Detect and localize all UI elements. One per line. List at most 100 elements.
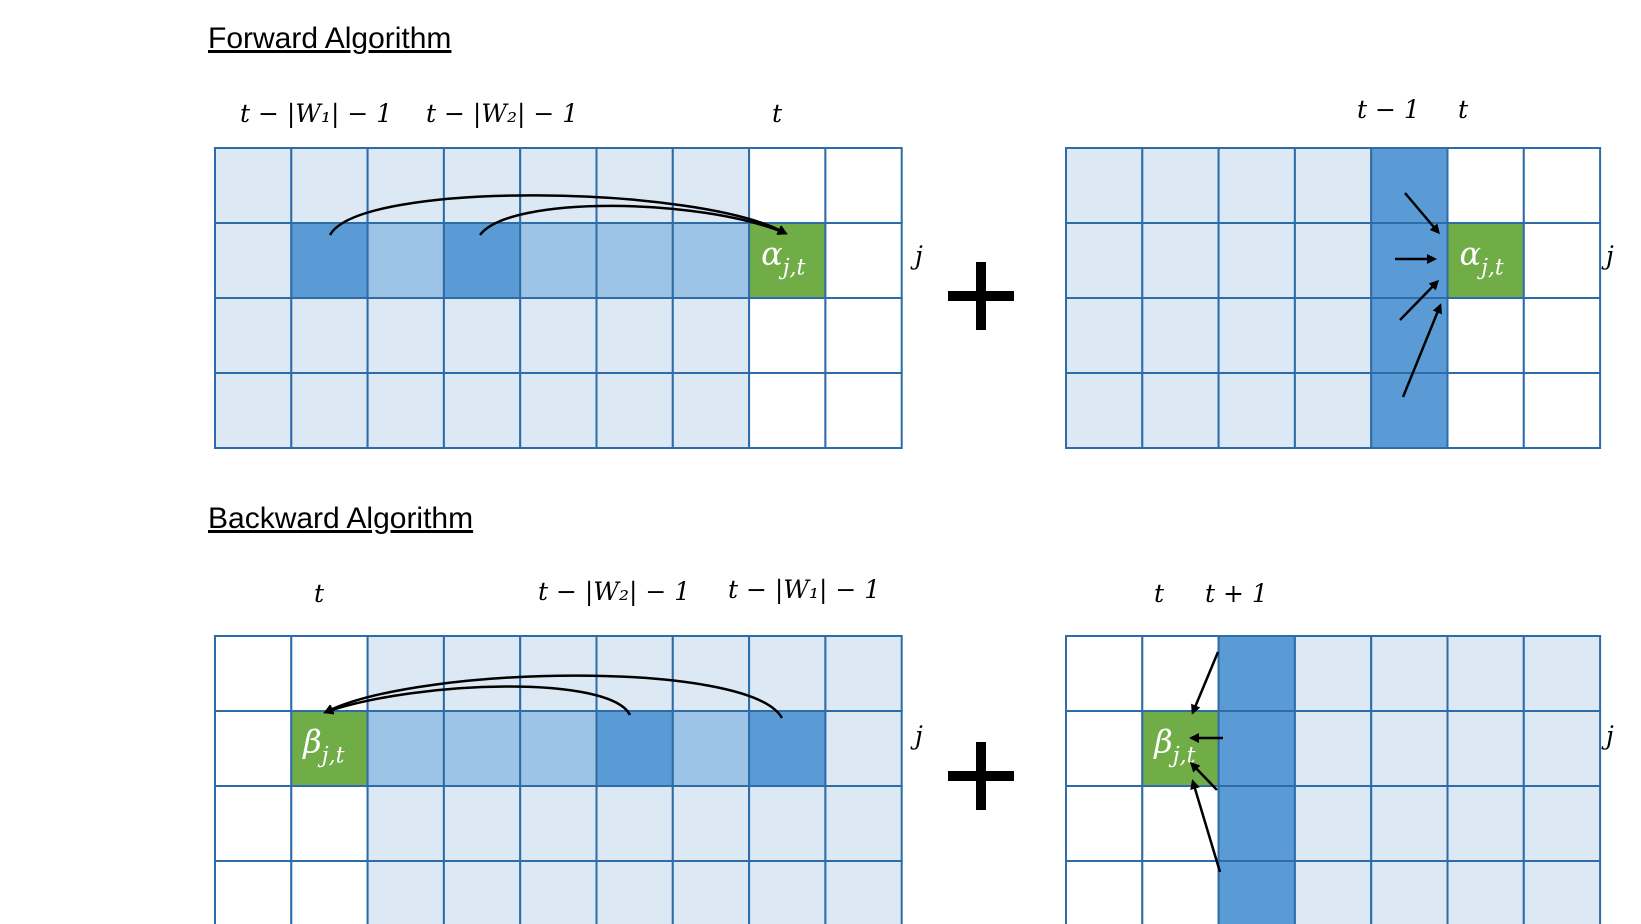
forward-left-cell-r0-c1 xyxy=(290,147,369,224)
forward-left-cell-r2-c2 xyxy=(366,297,445,374)
forward-left-cell-r3-c1 xyxy=(290,372,369,449)
backward-right-labels: t t + 1 j xyxy=(1154,579,1614,750)
forward-right-cell-r3-c4 xyxy=(1370,372,1449,449)
backward-right-cell-r0-c3 xyxy=(1293,635,1373,712)
backward-left-cell-r3-c7 xyxy=(748,860,827,924)
backward-left-cell-r3-c1 xyxy=(290,860,369,924)
backward-right-cell-r3-c5 xyxy=(1446,860,1525,924)
forward-left-cell-r2-c0 xyxy=(214,297,293,374)
forward-right-arrow-down xyxy=(1399,279,1440,321)
forward-left-row-label: j xyxy=(910,241,923,270)
backward-left-row-label: j xyxy=(910,721,923,750)
backward-left-cell-r2-c2 xyxy=(366,785,445,862)
backward-left-cell-r3-c6 xyxy=(671,860,751,924)
backward-left-cell-r1-c8 xyxy=(824,710,903,787)
forward-left-cell-r0-c2 xyxy=(366,147,445,224)
backward-left-cell-r2-c4 xyxy=(519,785,598,862)
backward-left-cell-r0-c0 xyxy=(214,635,293,712)
forward-right-grid: αj,t xyxy=(1065,147,1602,449)
backward-left-cell-r1-c1 xyxy=(290,710,369,787)
backward-left-arrow-w1 xyxy=(323,674,784,719)
backward-right-cell-r2-c6 xyxy=(1522,785,1602,862)
backward-right-cell-r0-c2 xyxy=(1217,635,1296,712)
backward-right-label-t: t xyxy=(1154,579,1165,608)
backward-left-cell-r1-c6 xyxy=(671,710,751,787)
forward-left-cell-r0-c7 xyxy=(748,147,827,224)
forward-right-row-label: j xyxy=(1601,241,1614,270)
backward-left-label-w2: t − |W₂| − 1 xyxy=(538,577,690,607)
forward-left-cell-r1-c0 xyxy=(214,222,293,299)
forward-left-cell-r1-c4 xyxy=(519,222,598,299)
backward-right-cell-r2-c0 xyxy=(1065,785,1144,862)
backward-right-cell-r3-c6 xyxy=(1522,860,1602,924)
backward-left-cell-r2-c5 xyxy=(595,785,674,862)
backward-right-cell-r0-c1 xyxy=(1141,635,1220,712)
forward-left-cell-r2-c1 xyxy=(290,297,369,374)
forward-right-cell-r2-c2 xyxy=(1217,297,1296,374)
forward-left-label-w2: t − |W₂| − 1 xyxy=(426,99,578,129)
forward-left-cell-r0-c5 xyxy=(595,147,674,224)
forward-left-cell-r3-c4 xyxy=(519,372,598,449)
forward-right-cell-r0-c0 xyxy=(1065,147,1144,224)
forward-left-cell-r2-c7 xyxy=(748,297,827,374)
backward-right-cell-r0-c6 xyxy=(1522,635,1602,712)
backward-left-cell-r2-c0 xyxy=(214,785,293,862)
backward-right-cell-r1-c3 xyxy=(1293,710,1373,787)
forward-left-cell-r3-c6 xyxy=(671,372,751,449)
backward-right-cell-r3-c1 xyxy=(1141,860,1220,924)
backward-left-cell-r3-c8 xyxy=(824,860,903,924)
backward-right-cell-r0-c0 xyxy=(1065,635,1144,712)
backward-left-cell-r2-c7 xyxy=(748,785,827,862)
forward-right-cell-r1-c3 xyxy=(1293,222,1373,299)
backward-left-cell-r3-c2 xyxy=(366,860,445,924)
backward-right-grid: βj,t xyxy=(1065,635,1602,924)
forward-right-label-t: t xyxy=(1458,95,1469,124)
forward-right-cell-r3-c5 xyxy=(1446,372,1525,449)
forward-right-cell-r0-c5 xyxy=(1446,147,1525,224)
backward-right-cell-r3-c2 xyxy=(1217,860,1296,924)
backward-left-cell-r0-c3 xyxy=(442,635,522,712)
backward-left-cell-r2-c3 xyxy=(442,785,522,862)
forward-right-cell-r2-c1 xyxy=(1141,297,1220,374)
forward-left-cell-r3-c2 xyxy=(366,372,445,449)
forward-right-cell-r1-c1 xyxy=(1141,222,1220,299)
forward-left-cell-r0-c8 xyxy=(824,147,903,224)
backward-left-arrows xyxy=(323,674,784,719)
backward-plus-sign xyxy=(948,742,1014,810)
backward-left-cell-r0-c2 xyxy=(366,635,445,712)
forward-left-cell-r2-c4 xyxy=(519,297,598,374)
forward-left-labels: t − |W₁| − 1 t − |W₂| − 1 t j xyxy=(240,99,923,270)
backward-left-cell-r2-c8 xyxy=(824,785,903,862)
forward-right-arrow-up xyxy=(1404,192,1440,235)
forward-right-cell-r1-c4 xyxy=(1370,222,1449,299)
forward-right-cell-r3-c0 xyxy=(1065,372,1144,449)
backward-right-cell-r2-c3 xyxy=(1293,785,1373,862)
backward-right-cell-r3-c0 xyxy=(1065,860,1144,924)
backward-left-cell-r1-c3 xyxy=(442,710,522,787)
forward-title: Forward Algorithm xyxy=(208,22,451,55)
backward-right-cell-r2-c2 xyxy=(1217,785,1296,862)
backward-right-arrows xyxy=(1189,651,1223,873)
forward-left-cell-r0-c3 xyxy=(442,147,522,224)
backward-left-label-t: t xyxy=(314,579,325,608)
forward-left-cell-r2-c8 xyxy=(824,297,903,374)
forward-right-cell-r0-c6 xyxy=(1522,147,1602,224)
forward-right-cell-r3-c2 xyxy=(1217,372,1296,449)
backward-right-cell-r1-c6 xyxy=(1522,710,1602,787)
backward-right-row-label: j xyxy=(1601,721,1614,750)
forward-left-label-w1: t − |W₁| − 1 xyxy=(240,99,392,129)
forward-left-target-label: αj,t xyxy=(761,234,805,280)
forward-right-cell-r1-c6 xyxy=(1522,222,1602,299)
forward-right-cell-r2-c0 xyxy=(1065,297,1144,374)
forward-left-cell-r0-c0 xyxy=(214,147,293,224)
forward-left-cell-r0-c6 xyxy=(671,147,751,224)
forward-left-cell-r3-c3 xyxy=(442,372,522,449)
backward-right-arrow-down-far xyxy=(1190,779,1222,873)
forward-right-target-label: αj,t xyxy=(1460,234,1504,280)
backward-right-cell-r0-c5 xyxy=(1446,635,1525,712)
backward-left-cell-r1-c2 xyxy=(366,710,445,787)
backward-right-cell-r2-c4 xyxy=(1370,785,1449,862)
forward-left-arrows xyxy=(328,194,788,236)
backward-left-label-w1: t − |W₁| − 1 xyxy=(728,575,880,605)
